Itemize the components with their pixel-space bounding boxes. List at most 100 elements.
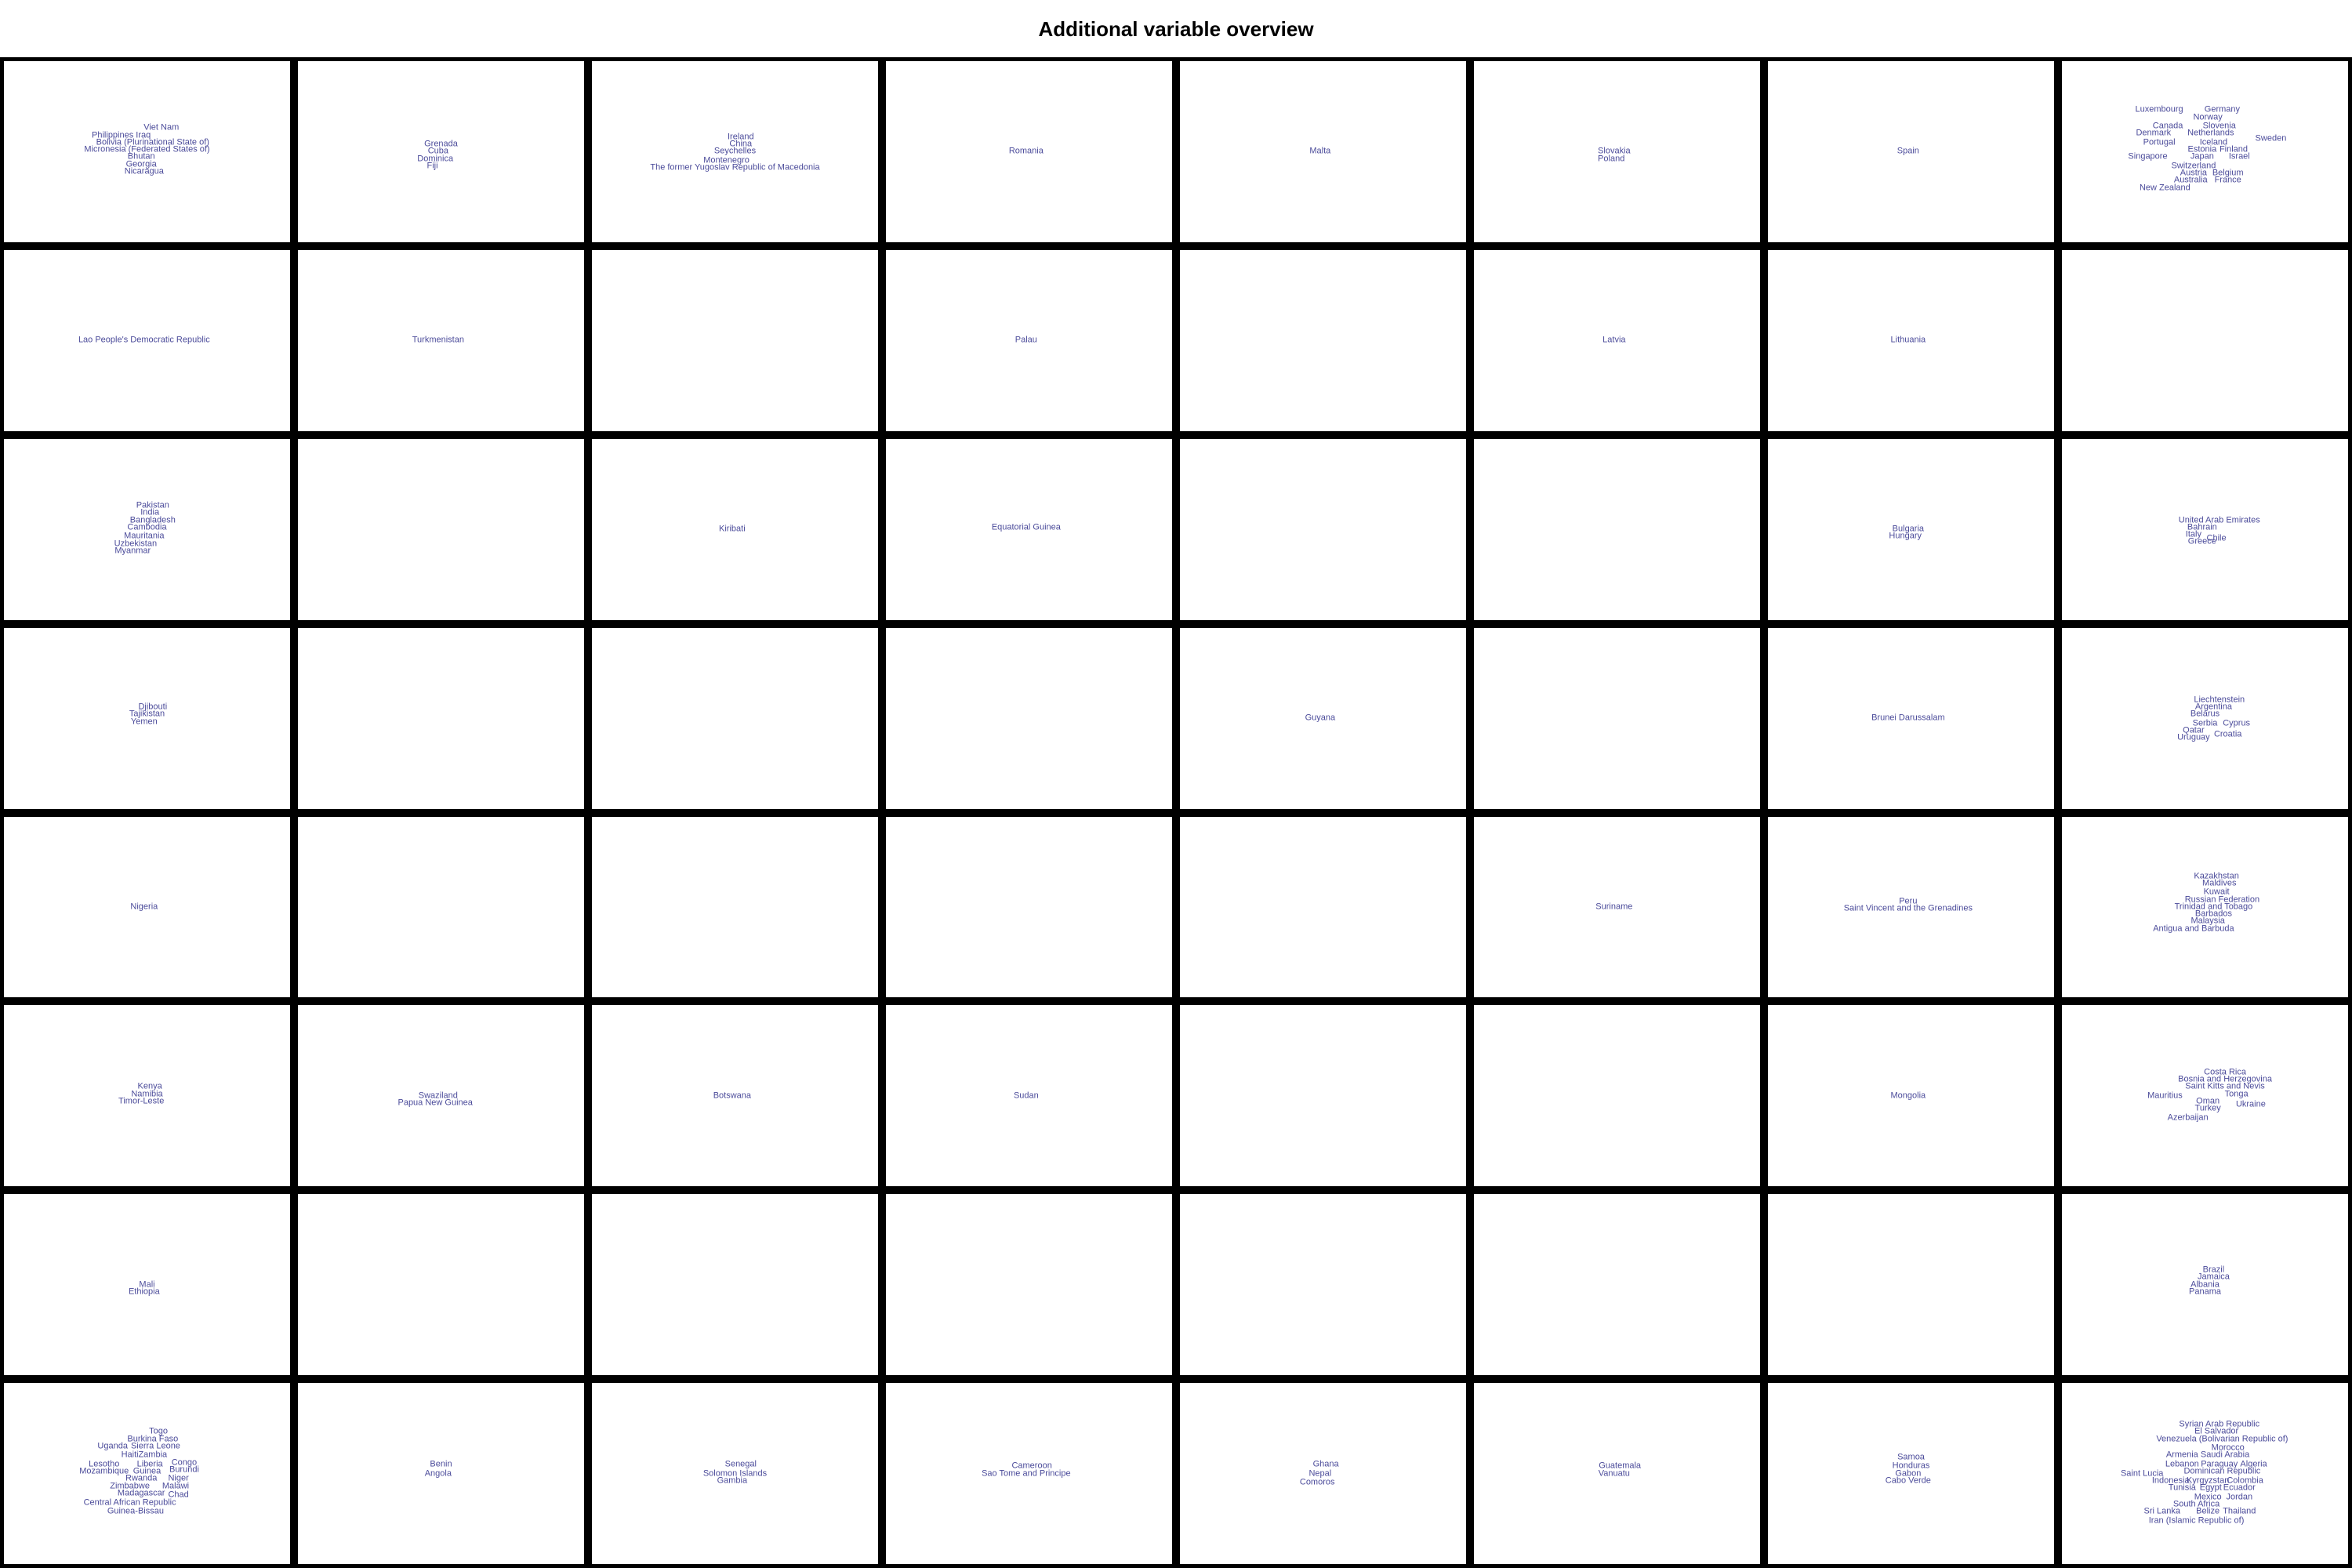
country-label: Benin — [430, 1459, 452, 1469]
country-label: Italy — [2185, 529, 2201, 539]
country-label: Guatemala — [1599, 1461, 1642, 1471]
country-label: Malaysia — [2190, 916, 2225, 926]
country-label: Ecuador — [2223, 1483, 2256, 1493]
grid-cell — [298, 1194, 584, 1376]
chart-title: Additional variable overview — [1038, 17, 1314, 41]
country-label: Saint Lucia — [2120, 1468, 2164, 1479]
country-label: Qatar — [2183, 725, 2205, 735]
country-label: Poland — [1598, 154, 1625, 164]
country-label: Lithuania — [1890, 335, 1926, 345]
country-label: Zambia — [138, 1450, 168, 1460]
country-label: Slovenia — [2202, 121, 2236, 131]
country-label: Swaziland — [418, 1091, 458, 1101]
country-label: Latvia — [1602, 335, 1626, 345]
grid-cell: Equatorial Guinea — [886, 438, 1172, 620]
country-label: Ireland — [727, 132, 754, 142]
country-label: Albania — [2190, 1279, 2220, 1290]
country-label: Vanuatu — [1598, 1468, 1630, 1479]
country-label: Namibia — [131, 1089, 163, 1098]
grid-cell — [1474, 627, 1760, 809]
country-label: Hungary — [1889, 531, 1922, 541]
country-label: Kenya — [137, 1081, 162, 1091]
country-label: Uruguay — [2177, 732, 2210, 742]
country-label: South Africa — [2172, 1499, 2220, 1509]
grid-cell — [1180, 438, 1466, 620]
grid-cell: Palau — [886, 249, 1172, 431]
country-label: Oman — [2196, 1096, 2220, 1106]
grid-cell: Sudan — [886, 1005, 1172, 1187]
country-label: Suriname — [1595, 902, 1633, 912]
country-label: United Arab Emirates — [2178, 515, 2260, 525]
country-label: Nicaragua — [124, 166, 164, 176]
country-label: Madagascar — [117, 1488, 165, 1498]
country-label: Tajikistan — [129, 709, 165, 719]
grid-cell — [1180, 1194, 1466, 1376]
country-label: Haiti — [121, 1450, 139, 1460]
country-label: Romania — [1008, 146, 1044, 156]
grid-cell: Mongolia — [1768, 1005, 2054, 1187]
country-label: Kuwait — [2203, 887, 2230, 897]
country-label: Cambodia — [127, 522, 167, 532]
country-label: Algeria — [2240, 1459, 2267, 1469]
country-label: Chile — [2206, 533, 2227, 543]
country-label: Cyprus — [2223, 718, 2251, 728]
grid-cell: Botswana — [592, 1005, 878, 1187]
country-label: Papua New Guinea — [397, 1098, 473, 1108]
country-label: Malawi — [162, 1481, 190, 1491]
country-label: Tonga — [2224, 1089, 2249, 1098]
country-label: The former Yugoslav Republic of Macedoni… — [650, 162, 820, 172]
country-label: Australia — [2173, 175, 2208, 185]
country-label: Zimbabwe — [110, 1481, 150, 1491]
country-label: Grenada — [424, 139, 458, 149]
country-label: Antigua and Barbuda — [2153, 924, 2234, 934]
grid-cell — [1180, 816, 1466, 998]
country-label: Finland — [2219, 144, 2249, 154]
country-label: China — [729, 139, 753, 149]
country-label: Guinea-Bissau — [107, 1506, 164, 1516]
country-label: Myanmar — [114, 546, 151, 556]
country-label: Trinidad and Tobago — [2174, 902, 2253, 912]
country-label: Lao People's Democratic Republic — [78, 335, 210, 345]
grid-cell: Nigeria — [4, 816, 290, 998]
country-label: Iceland — [2199, 137, 2228, 147]
country-label: Mauritius — [2147, 1091, 2183, 1101]
country-label: Burundi — [169, 1465, 199, 1475]
country-label: Israel — [2228, 151, 2250, 162]
country-label: Mongolia — [1890, 1091, 1926, 1101]
country-label: Timor-Leste — [118, 1096, 165, 1106]
country-label: Angola — [424, 1468, 452, 1479]
grid-cell — [592, 249, 878, 431]
country-label: New Zealand — [2139, 183, 2190, 193]
grid-cell — [592, 816, 878, 998]
grid-cell — [2062, 249, 2348, 431]
grid-cell: Turkmenistan — [298, 249, 584, 431]
country-label: India — [140, 507, 160, 517]
country-label: Jamaica — [2197, 1272, 2230, 1282]
grid-cell — [886, 627, 1172, 809]
country-label: Liberia — [136, 1459, 163, 1469]
country-label: Central African Republic — [83, 1497, 176, 1507]
grid-cell — [592, 1194, 878, 1376]
country-label: Argentina — [2194, 702, 2232, 712]
country-label: Sierra Leone — [130, 1441, 180, 1451]
country-label: Peru — [1899, 896, 1918, 906]
country-label: Chad — [168, 1490, 189, 1500]
country-label: Belize — [2196, 1506, 2220, 1516]
country-label: Egypt — [2199, 1483, 2222, 1493]
country-label: Bahrain — [2187, 522, 2217, 532]
country-label: Yemen — [130, 717, 158, 727]
country-label: Botswana — [713, 1091, 751, 1101]
country-label: Kiribati — [719, 524, 746, 534]
grid-cell: Malta — [1180, 61, 1466, 242]
country-label: Liechtenstein — [2194, 695, 2245, 705]
